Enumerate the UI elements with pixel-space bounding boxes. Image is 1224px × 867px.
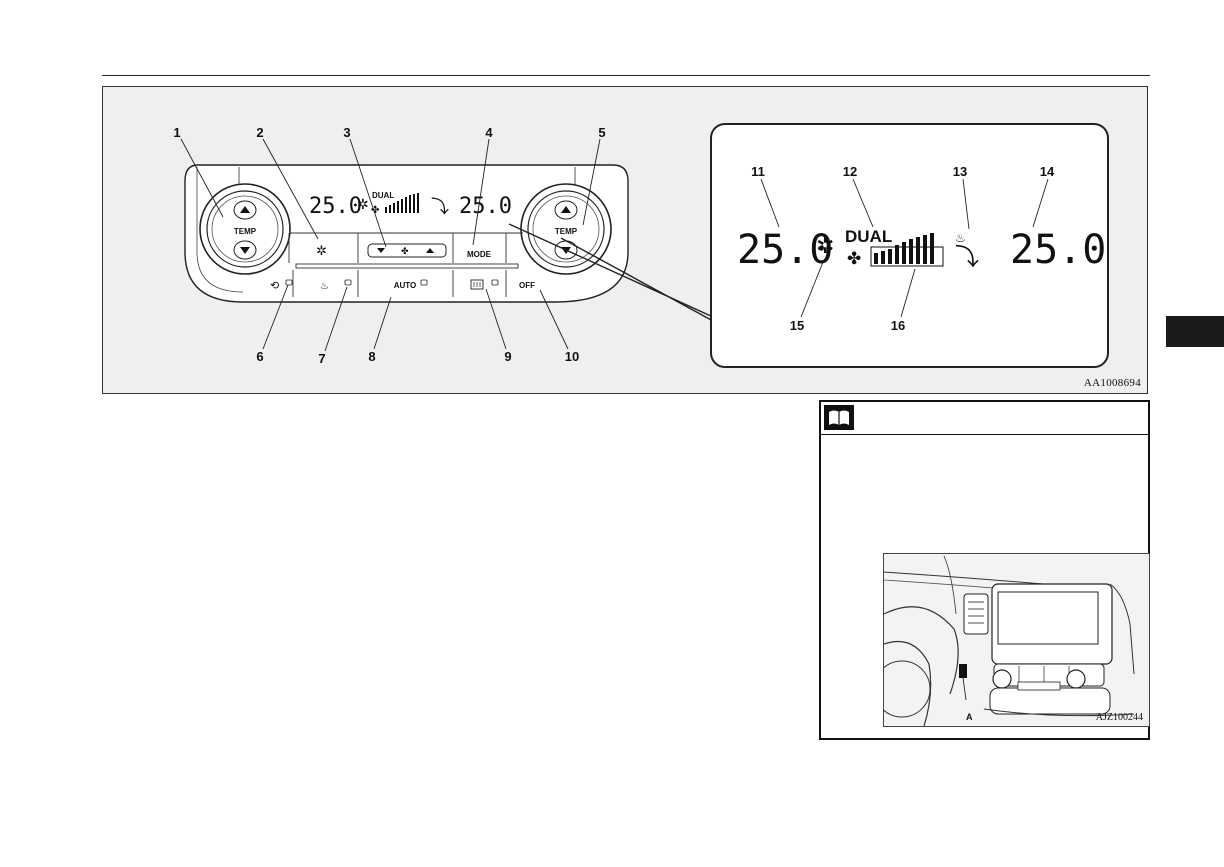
callout-15: 15 bbox=[790, 318, 804, 333]
callout-1: 1 bbox=[173, 125, 180, 140]
callout-14: 14 bbox=[1040, 164, 1055, 179]
callout-5: 5 bbox=[598, 125, 605, 140]
mode-button[interactable]: MODE bbox=[467, 250, 492, 259]
callout-3: 3 bbox=[343, 125, 350, 140]
zoom-ac-snowflake-icon: ✲ bbox=[816, 233, 834, 258]
svg-text:AUTO: AUTO bbox=[394, 281, 417, 290]
climate-panel-illustration: TEMP TEMP 25.0 ✲ DUAL ✤ ⤵ bbox=[103, 87, 1149, 395]
note-header bbox=[821, 402, 1148, 435]
panel-dual-label: DUAL bbox=[372, 191, 394, 200]
zoom-airflow-mode-icon: ⤵ bbox=[955, 244, 979, 271]
callout-6: 6 bbox=[256, 349, 263, 364]
callout-9: 9 bbox=[504, 349, 511, 364]
fan-speed-button[interactable]: ✤ bbox=[368, 244, 446, 257]
svg-text:✤: ✤ bbox=[401, 246, 409, 256]
right-knob-label: TEMP bbox=[555, 227, 578, 236]
dashboard-illustration: A AJZ100244 bbox=[883, 553, 1150, 727]
right-temp-knob[interactable]: TEMP bbox=[521, 184, 611, 274]
note-box: A AJZ100244 bbox=[819, 400, 1150, 740]
ac-button[interactable]: ✲ bbox=[316, 243, 327, 258]
callout-13: 13 bbox=[953, 164, 967, 179]
climate-control-figure: TEMP TEMP 25.0 ✲ DUAL ✤ ⤵ bbox=[102, 86, 1148, 394]
callout-16: 16 bbox=[891, 318, 905, 333]
section-tab-marker bbox=[1166, 316, 1224, 347]
airflow-mode-icon: ⤵ bbox=[431, 197, 449, 217]
off-button[interactable]: OFF bbox=[519, 281, 535, 290]
svg-text:⟲: ⟲ bbox=[270, 280, 279, 292]
book-icon bbox=[824, 405, 854, 430]
figure-code: AA1008694 bbox=[1084, 377, 1141, 389]
left-knob-label: TEMP bbox=[234, 227, 257, 236]
zoom-dual-label: DUAL bbox=[845, 227, 892, 246]
callout-7: 7 bbox=[318, 351, 325, 366]
svg-text:♨: ♨ bbox=[320, 281, 329, 292]
callout-11: 11 bbox=[751, 164, 765, 179]
callout-10: 10 bbox=[565, 349, 579, 364]
callout-2: 2 bbox=[256, 125, 263, 140]
zoom-defrost-icon: ♨ bbox=[955, 231, 966, 245]
callout-4: 4 bbox=[485, 125, 493, 140]
panel-right-temp: 25.0 bbox=[459, 194, 512, 219]
callout-8: 8 bbox=[368, 349, 375, 364]
label-a: A bbox=[966, 712, 973, 722]
zoom-fan-icon: ✤ bbox=[847, 249, 861, 268]
callout-12: 12 bbox=[843, 164, 857, 179]
left-temp-knob[interactable]: TEMP bbox=[200, 184, 290, 274]
header-rule bbox=[102, 75, 1150, 76]
ac-snowflake-icon: ✲ bbox=[357, 196, 369, 212]
panel-left-temp: 25.0 bbox=[309, 194, 362, 219]
zoom-right-temp: 25.0 bbox=[1010, 227, 1106, 273]
note-figure-code: AJZ100244 bbox=[1096, 712, 1143, 723]
